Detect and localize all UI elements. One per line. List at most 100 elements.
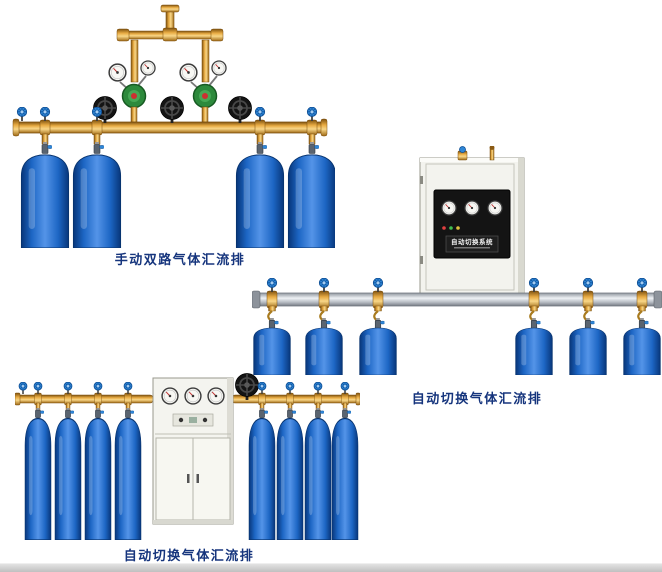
cylinder-station: [304, 382, 332, 540]
cylinder-station: [305, 278, 343, 375]
pressure-gauge: [207, 387, 225, 405]
blue-valve-knob: [254, 107, 266, 121]
pipe-end-cap: [320, 118, 328, 137]
blue-valve-knob: [285, 382, 295, 394]
pipe-union: [254, 119, 266, 136]
gas-cylinder: [20, 154, 70, 248]
control-cabinet: [152, 377, 234, 525]
door-handle: [187, 474, 190, 483]
gas-cylinder: [276, 417, 304, 540]
cylinder-valve: [374, 318, 385, 329]
cylinder-station: [253, 278, 291, 375]
page-bottom-divider: [0, 563, 662, 572]
blue-valve-knob: [372, 278, 384, 292]
panel-knob: [202, 417, 208, 423]
right-regulator-station: [179, 60, 227, 123]
pipe-union: [306, 119, 318, 136]
aluminum-manifold-pipe: [252, 292, 662, 307]
pipe-union: [91, 119, 103, 136]
gas-cylinder: [569, 327, 607, 375]
gas-cylinder: [84, 417, 112, 540]
pipe-end-cap: [15, 392, 21, 406]
cylinder-station: [20, 133, 70, 248]
cylinder-station: [235, 133, 285, 248]
blue-valve-knob: [16, 107, 28, 121]
caption-auto-switch-manifold: 自动切换气体汇流排: [411, 391, 543, 406]
pressure-gauge: [441, 200, 457, 216]
black-handwheel-valve: [227, 95, 253, 123]
gas-cylinder: [253, 327, 291, 375]
gas-cylinder: [331, 417, 359, 540]
cylinder-station: [359, 278, 397, 375]
pipe-end-cap: [12, 118, 20, 137]
gas-cylinder: [304, 417, 332, 540]
indicator-led: [456, 226, 460, 230]
pressure-gauge: [184, 387, 202, 405]
pipe-end-cap: [355, 392, 360, 406]
blue-valve-knob: [123, 382, 133, 394]
gas-cylinder: [72, 154, 122, 248]
cylinder-station: [54, 382, 82, 540]
auto-switch-manifold-cabinet-illustration: [15, 372, 360, 540]
control-cabinet: 自动切换系统: [419, 146, 525, 297]
cylinder-station: [331, 382, 359, 540]
cylinder-station: [72, 133, 122, 248]
blue-valve-knob: [18, 382, 28, 394]
pressure-gauge: [108, 63, 127, 82]
blue-valve-knob: [582, 278, 594, 292]
caption-manual-dual-manifold: 手动双路气体汇流排: [114, 252, 246, 267]
gas-cylinder: [248, 417, 276, 540]
indicator-led: [449, 226, 453, 230]
cylinder-valve: [530, 318, 541, 329]
cylinder-station: [623, 278, 661, 375]
pipe-union: [39, 119, 51, 136]
blue-valve-knob: [459, 146, 466, 153]
blue-valve-knob: [313, 382, 323, 394]
blue-valve-knob: [266, 278, 278, 292]
cylinder-station: [24, 382, 52, 540]
pressure-gauge: [464, 200, 480, 216]
cabinet-label-text: 自动切换系统: [451, 237, 493, 246]
gas-cylinder: [24, 417, 52, 540]
blue-valve-knob: [33, 382, 43, 394]
top-header-assembly: [116, 4, 224, 83]
cylinder-station: [114, 382, 142, 540]
blue-valve-knob: [528, 278, 540, 292]
blue-valve-knob: [318, 278, 330, 292]
cylinder-valve: [584, 318, 595, 329]
gas-cylinder: [54, 417, 82, 540]
pressure-gauge: [211, 60, 227, 76]
blue-valve-knob: [306, 107, 318, 121]
pipe-end-cap: [653, 290, 662, 309]
blue-valve-knob: [63, 382, 73, 394]
door-handle: [196, 474, 199, 483]
gas-cylinder: [114, 417, 142, 540]
panel-knob: [178, 417, 184, 423]
gas-cylinder: [515, 327, 553, 375]
cylinder-valve: [320, 318, 331, 329]
cylinder-valve: [638, 318, 649, 329]
gas-cylinder: [623, 327, 661, 375]
pipe-end-cap: [252, 290, 261, 309]
cylinder-station: [287, 133, 335, 248]
blue-valve-knob: [93, 382, 103, 394]
gas-cylinder: [305, 327, 343, 375]
gas-cylinder: [359, 327, 397, 375]
cylinder-valve: [268, 318, 279, 329]
blue-valve-knob: [39, 107, 51, 121]
pressure-gauge: [140, 60, 156, 76]
manual-dual-manifold-illustration: [12, 4, 335, 248]
caption-auto-switch-cabinet: 自动切换气体汇流排: [123, 548, 255, 563]
main-brass-manifold-pipe: [14, 121, 326, 134]
blue-valve-knob: [340, 382, 350, 394]
blue-valve-knob: [636, 278, 648, 292]
cylinder-station: [569, 278, 607, 375]
cylinder-station: [84, 382, 112, 540]
pressure-gauge: [179, 63, 198, 82]
indicator-led: [442, 226, 446, 230]
black-handwheel-valve: [159, 95, 185, 123]
cylinder-station: [276, 382, 304, 540]
cabinet-door: [192, 437, 231, 521]
cylinder-station: [248, 382, 276, 540]
